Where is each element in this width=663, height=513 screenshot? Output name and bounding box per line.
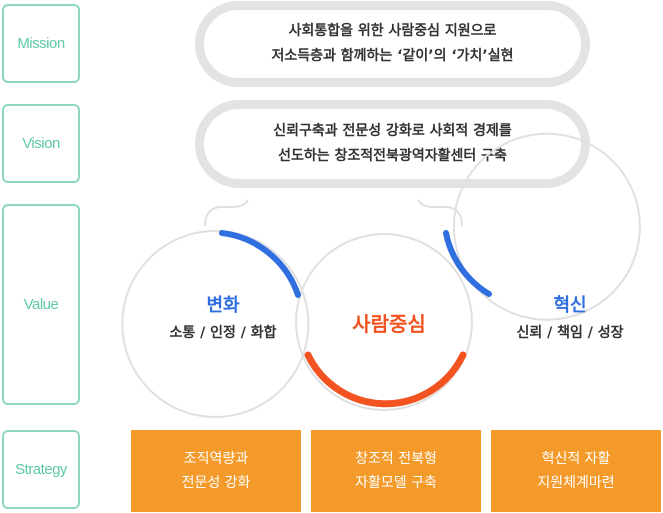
mission-line-2: 저소득층과 함께하는 ‘같이’의 ‘가치’실현 (271, 48, 514, 64)
vision-line-1: 신뢰구축과 전문성 강화로 사회적 경제를 (273, 123, 512, 139)
mission-line-1: 사회통합을 위한 사람중심 지원으로 (288, 23, 497, 39)
center-value-circle (295, 233, 473, 411)
strategy-2-line-2: 자활모델 구축 (355, 475, 437, 491)
strategy-3-line-1: 혁신적 자활 (541, 451, 611, 467)
value-left-sub: 소통 / 인정 / 화합 (169, 325, 277, 341)
strategy-box-1: 조직역량과 전문성 강화 (131, 430, 301, 512)
strategy-3-line-2: 지원체계마련 (537, 475, 615, 491)
left-value-circle (121, 229, 310, 418)
strategy-1-line-1: 조직역량과 (183, 451, 249, 467)
right-value-circle (452, 132, 641, 321)
strategy-2-line-1: 창조적 전북형 (355, 451, 437, 467)
mission-label: Mission (2, 4, 80, 83)
value-right-sub: 신뢰 / 책임 / 성장 (516, 325, 624, 341)
strategy-label: Strategy (2, 430, 80, 509)
center-value-arc (304, 351, 467, 408)
value-label: Value (2, 204, 80, 405)
left-value-arc (219, 230, 301, 298)
right-value-arc (443, 230, 492, 297)
value-right-title: 혁신 (553, 295, 587, 316)
value-center-title: 사람중심 (352, 312, 426, 336)
strategy-1-line-2: 전문성 강화 (181, 475, 251, 491)
strategy-box-3: 혁신적 자활 지원체계마련 (491, 430, 661, 512)
strategy-box-2: 창조적 전북형 자활모델 구축 (311, 430, 481, 512)
vision-line-2: 선도하는 창조적전북광역자활센터 구축 (278, 148, 507, 164)
left-connector (204, 199, 249, 227)
right-connector (417, 199, 463, 227)
value-left-title: 변화 (206, 295, 240, 316)
vision-pill: 신뢰구축과 전문성 강화로 사회적 경제를 선도하는 창조적전북광역자활센터 구… (195, 100, 590, 188)
vision-label: Vision (2, 104, 80, 183)
mission-pill: 사회통합을 위한 사람중심 지원으로 저소득층과 함께하는 ‘같이’의 ‘가치’… (195, 1, 590, 87)
